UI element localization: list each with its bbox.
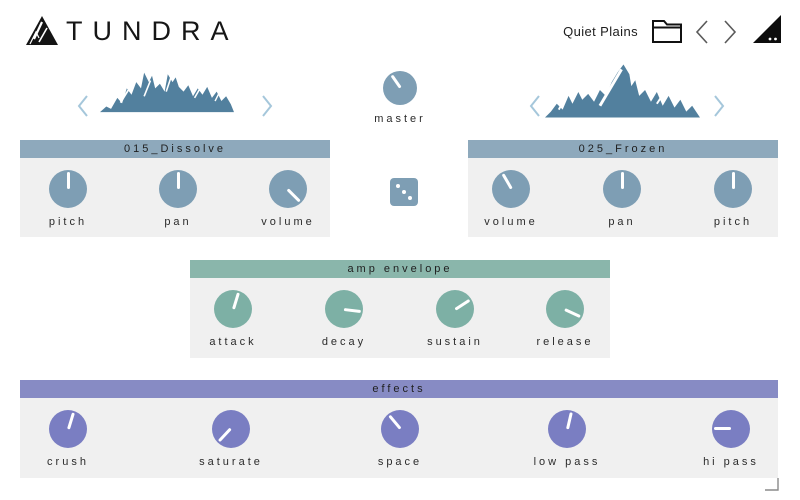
amp-envelope-body: attack decay sustain release bbox=[190, 278, 610, 358]
effects-panel: effects crush saturate space bbox=[20, 380, 778, 478]
low-pass-knob[interactable] bbox=[548, 410, 586, 448]
left-sample-next-chevron-icon[interactable] bbox=[260, 94, 274, 118]
dice-pip bbox=[402, 190, 406, 194]
amp-envelope-header: amp envelope bbox=[190, 260, 610, 278]
left-pitch-knob-group: pitch bbox=[18, 170, 118, 228]
knob-indicator bbox=[620, 172, 624, 189]
decay-knob-group: decay bbox=[294, 290, 394, 348]
right-pitch-knob-group: pitch bbox=[683, 170, 783, 228]
release-knob-group: release bbox=[515, 290, 615, 348]
sustain-knob-group: sustain bbox=[405, 290, 505, 348]
right-pan-label: pan bbox=[608, 216, 636, 228]
saturate-label: saturate bbox=[199, 456, 263, 468]
amp-envelope-panel: amp envelope attack decay sustain bbox=[190, 260, 610, 358]
dice-pip bbox=[396, 184, 400, 188]
right-sample-prev-chevron-icon[interactable] bbox=[528, 94, 542, 118]
left-sampler-title: 015_Dissolve bbox=[123, 143, 227, 155]
left-pitch-knob[interactable] bbox=[49, 170, 87, 208]
low-pass-label: low pass bbox=[533, 456, 601, 468]
decay-label: decay bbox=[321, 336, 367, 348]
attack-knob-group: attack bbox=[183, 290, 283, 348]
master-knob-group: master bbox=[360, 71, 440, 125]
right-sample-next-chevron-icon[interactable] bbox=[712, 94, 726, 118]
left-volume-knob[interactable] bbox=[269, 170, 307, 208]
chevron-right-icon[interactable] bbox=[721, 19, 739, 45]
release-label: release bbox=[536, 336, 594, 348]
preset-name[interactable]: Quiet Plains bbox=[563, 24, 638, 39]
resize-corner-handle[interactable] bbox=[764, 477, 780, 497]
knob-indicator bbox=[218, 427, 233, 443]
right-pitch-label: pitch bbox=[713, 216, 753, 228]
effects-header: effects bbox=[20, 380, 778, 398]
left-sampler-body: pitch pan volume bbox=[20, 158, 330, 237]
crush-knob[interactable] bbox=[49, 410, 87, 448]
right-sampler-body: volume pan pitch bbox=[468, 158, 778, 237]
knob-indicator bbox=[176, 172, 180, 189]
hi-pass-knob-group: hi pass bbox=[681, 410, 781, 468]
crush-knob-group: crush bbox=[18, 410, 118, 468]
knob-indicator bbox=[454, 298, 471, 311]
saturate-knob-group: saturate bbox=[181, 410, 281, 468]
mountain-logo-icon bbox=[23, 13, 59, 52]
right-pan-knob-group: pan bbox=[572, 170, 672, 228]
saturate-knob[interactable] bbox=[212, 410, 250, 448]
effects-body: crush saturate space low pass bbox=[20, 398, 778, 478]
right-volume-label: volume bbox=[484, 216, 538, 228]
left-volume-label: volume bbox=[261, 216, 315, 228]
space-label: space bbox=[377, 456, 423, 468]
chevron-left-icon[interactable] bbox=[693, 19, 711, 45]
low-pass-knob-group: low pass bbox=[517, 410, 617, 468]
right-sampler-panel: 025_Frozen volume pan pitch bbox=[468, 140, 778, 237]
left-pan-label: pan bbox=[164, 216, 192, 228]
right-volume-knob-group: volume bbox=[461, 170, 561, 228]
right-sampler-header: 025_Frozen bbox=[468, 140, 778, 158]
brand-title: TUNDRA bbox=[66, 16, 239, 46]
hi-pass-knob[interactable] bbox=[712, 410, 750, 448]
dice-icon[interactable] bbox=[390, 178, 418, 206]
knob-indicator bbox=[390, 74, 402, 89]
left-volume-knob-group: volume bbox=[238, 170, 338, 228]
effects-title: effects bbox=[372, 383, 426, 395]
crush-label: crush bbox=[47, 456, 89, 468]
space-knob[interactable] bbox=[381, 410, 419, 448]
knob-indicator bbox=[564, 307, 582, 318]
knob-indicator bbox=[565, 412, 573, 430]
left-pan-knob-group: pan bbox=[128, 170, 228, 228]
attack-knob[interactable] bbox=[214, 290, 252, 328]
knob-indicator bbox=[343, 307, 362, 313]
space-knob-group: space bbox=[350, 410, 450, 468]
amp-envelope-title: amp envelope bbox=[347, 263, 453, 275]
left-sampler-panel: 015_Dissolve pitch pan volume bbox=[20, 140, 330, 237]
knob-indicator bbox=[66, 412, 75, 430]
left-sample-prev-chevron-icon[interactable] bbox=[76, 94, 90, 118]
knob-indicator bbox=[286, 187, 302, 203]
right-sampler-title: 025_Frozen bbox=[578, 143, 668, 155]
knob-indicator bbox=[66, 172, 70, 189]
knob-indicator bbox=[387, 415, 402, 430]
decay-knob[interactable] bbox=[325, 290, 363, 328]
attack-label: attack bbox=[209, 336, 257, 348]
left-sampler-header: 015_Dissolve bbox=[20, 140, 330, 158]
left-pitch-label: pitch bbox=[48, 216, 88, 228]
knob-indicator bbox=[231, 292, 240, 310]
knob-indicator bbox=[501, 173, 513, 190]
right-pitch-knob[interactable] bbox=[714, 170, 752, 208]
knob-indicator bbox=[731, 172, 735, 189]
knob-indicator bbox=[714, 427, 731, 431]
hi-pass-label: hi pass bbox=[703, 456, 759, 468]
release-knob[interactable] bbox=[546, 290, 584, 328]
sustain-knob[interactable] bbox=[436, 290, 474, 328]
right-sample-waveform bbox=[545, 62, 700, 123]
dice-pip bbox=[408, 196, 412, 200]
left-pan-knob[interactable] bbox=[159, 170, 197, 208]
folder-icon[interactable] bbox=[651, 18, 683, 45]
master-label: master bbox=[374, 113, 426, 125]
master-knob[interactable] bbox=[383, 71, 417, 105]
right-volume-knob[interactable] bbox=[492, 170, 530, 208]
triangle-logo-icon bbox=[752, 14, 782, 49]
left-sample-waveform bbox=[100, 62, 234, 123]
sustain-label: sustain bbox=[427, 336, 483, 348]
right-pan-knob[interactable] bbox=[603, 170, 641, 208]
